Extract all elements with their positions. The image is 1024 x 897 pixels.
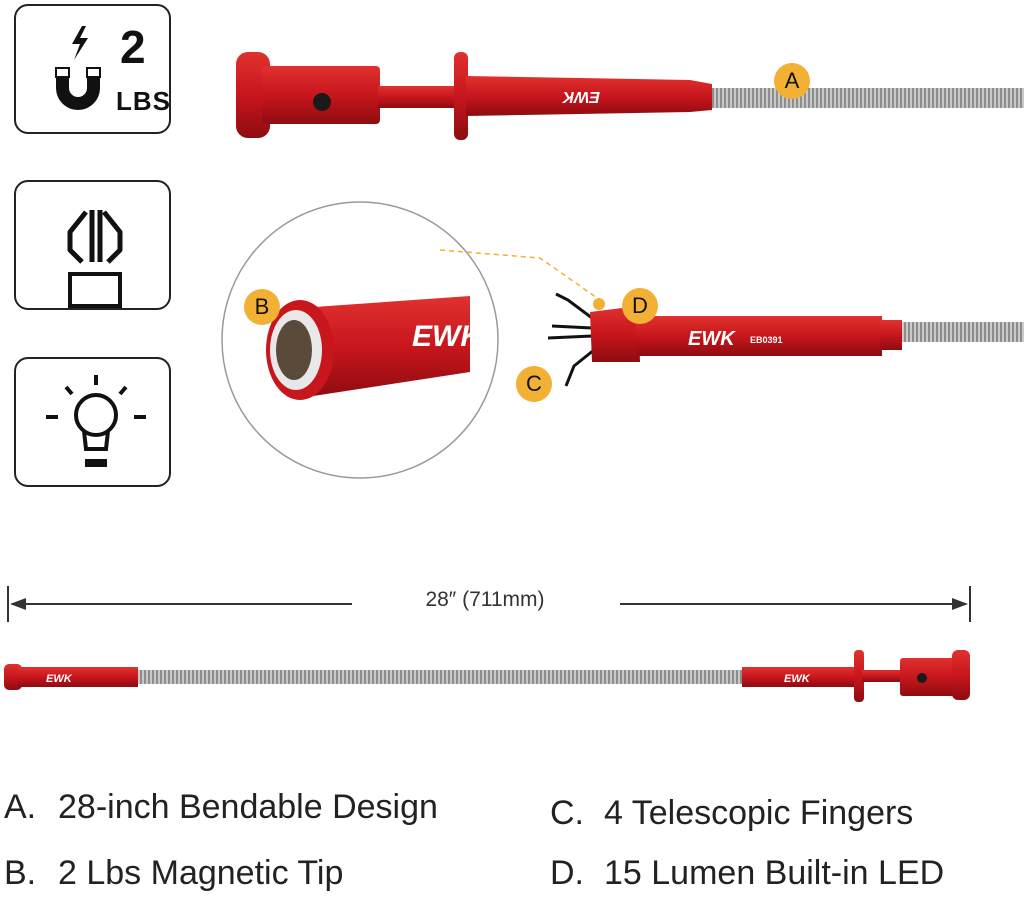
length-dimension-label: 28″ (711mm): [425, 588, 545, 611]
led-dot: [593, 298, 605, 310]
legend-text: 4 Telescopic Fingers: [604, 794, 914, 832]
dimension-line: [7, 586, 971, 622]
handle-top: EWK: [236, 52, 1024, 140]
full-tool: EWK EWK: [4, 650, 970, 702]
light-bulb-icon: [46, 375, 146, 467]
led-feature-box: [14, 357, 171, 487]
callout-badge-d: D: [622, 288, 658, 324]
magnet-feature-box: 2 LBS: [14, 4, 171, 134]
legend-item-c: C. 4 Telescopic Fingers: [550, 794, 913, 833]
legend-item-b: B. 2 Lbs Magnetic Tip: [4, 854, 343, 893]
brand-logo-top: EWK: [561, 88, 600, 105]
legend-letter: C.: [550, 794, 584, 832]
brand-logo-closeup: EWK: [412, 320, 484, 353]
legend-letter: D.: [550, 854, 584, 892]
legend-text: 2 Lbs Magnetic Tip: [58, 854, 344, 892]
brand-logo-claw: EWK: [688, 328, 736, 350]
magnet-capacity-value: 2: [120, 21, 146, 73]
leader-line: [439, 249, 601, 301]
magnet-capacity-unit: LBS: [116, 86, 171, 116]
flexible-shaft: [712, 88, 1024, 108]
brand-logo-full-left: EWK: [46, 673, 73, 685]
brand-logo-full-right: EWK: [784, 673, 811, 685]
legend-item-d: D. 15 Lumen Built-in LED: [550, 854, 944, 893]
callout-badge-a: A: [774, 63, 810, 99]
claw-end-tool: EWK EB0391: [547, 292, 1024, 387]
legend-text: 28-inch Bendable Design: [58, 788, 438, 826]
claw-feature-box: [14, 180, 171, 310]
magnetic-tip-closeup: EWK: [266, 296, 484, 400]
callout-badge-b: B: [244, 289, 280, 325]
callout-badge-c: C: [516, 366, 552, 402]
model-number: EB0391: [750, 335, 783, 345]
legend-text: 15 Lumen Built-in LED: [604, 854, 945, 892]
legend-letter: A.: [4, 788, 37, 826]
magnet-icon: [55, 26, 101, 110]
legend-letter: B.: [4, 854, 37, 892]
claw-grabber-icon: [67, 210, 123, 308]
legend-item-a: A. 28-inch Bendable Design: [4, 788, 438, 827]
